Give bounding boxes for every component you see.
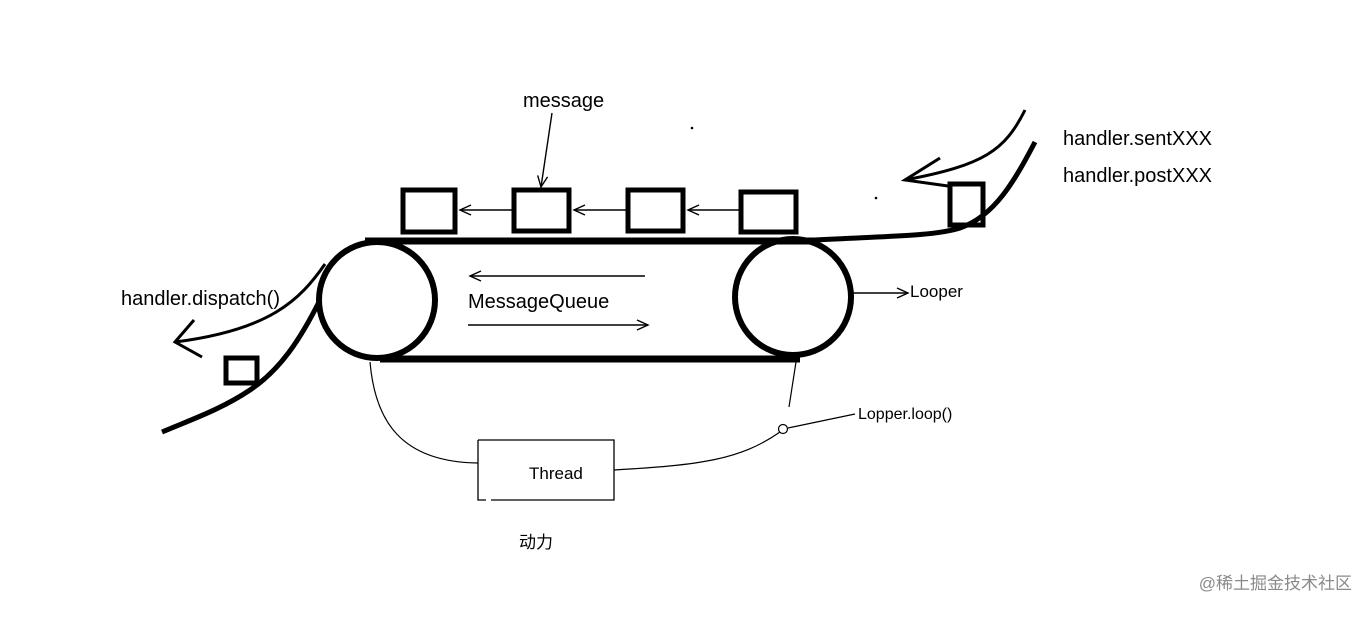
incoming-arrow-head [900,156,949,188]
incoming-message-box [947,181,986,228]
stray-dot-2 [874,196,878,200]
incoming-ramp-line [814,140,1038,243]
message-label: message [523,90,604,112]
outgoing-arrow-curve [174,263,327,344]
right-roller [732,236,854,358]
message-queue-items [400,187,799,235]
handler-post-label: handler.postXXX [1063,165,1212,187]
thread-right-cable [613,431,781,471]
outgoing-slope [161,263,327,435]
thread-label: Thread [529,464,583,483]
looper-label: Looper [910,282,963,301]
thread-box: Thread [477,439,615,501]
handler-sent-label: handler.sentXXX [1063,128,1212,150]
outgoing-message-box [223,355,260,386]
looper-loop-cable [788,361,797,408]
loop-connector-knob [777,423,789,435]
looper-loop-label: Lopper.loop() [858,406,952,423]
outgoing-arrow-head [172,319,203,359]
message-pointer-arrow [536,112,553,189]
thread-left-cable [369,361,479,464]
stray-dot-1 [690,126,694,130]
incoming-arrow-curve [904,109,1027,182]
site-watermark: @稀土掘金技术社区 [1199,574,1352,593]
handler-dispatch-label: handler.dispatch() [121,288,280,310]
thread-box-outline [477,439,615,501]
incoming-slope [814,109,1038,243]
power-label: 动力 [519,533,553,552]
loop-label-leader [787,413,856,429]
message-box-3 [625,187,686,234]
left-roller [316,239,438,361]
message-box-2 [511,187,572,234]
outgoing-ramp-line [161,298,323,435]
message-queue-label: MessageQueue [468,291,609,313]
message-box-1 [400,187,458,235]
message-box-4 [738,189,799,235]
